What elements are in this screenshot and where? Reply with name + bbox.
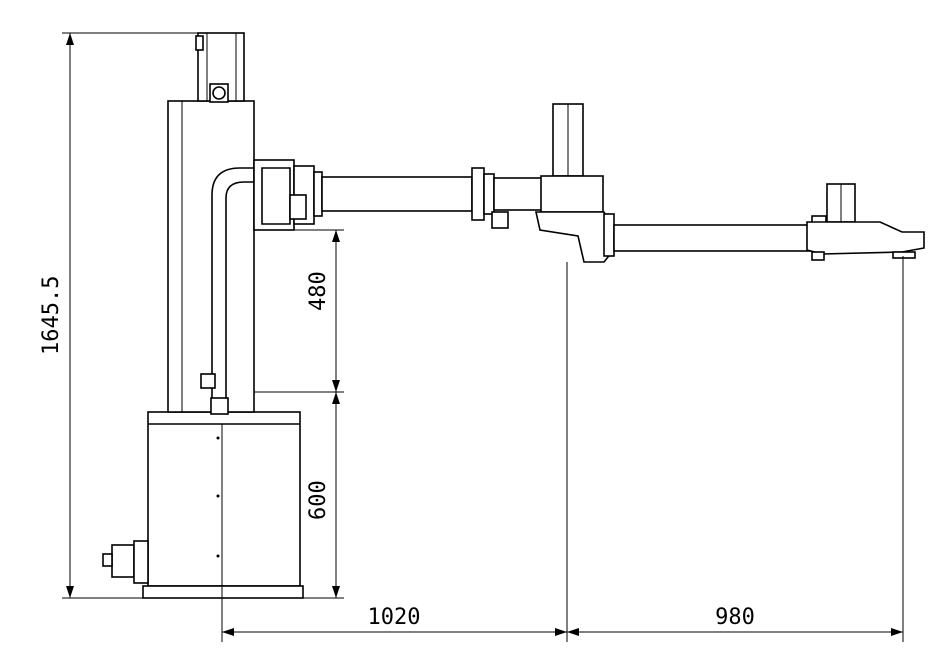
- cable-hose: [200, 167, 262, 415]
- dim-arm2-reach-label: 980: [715, 605, 755, 630]
- robot-base: [142, 411, 304, 599]
- dimension-lines: [62, 32, 904, 642]
- robot-column: [167, 32, 255, 413]
- dim-arm1-reach-label: 1020: [368, 605, 421, 630]
- base-connector: [102, 540, 149, 584]
- arm-1: [321, 103, 604, 229]
- elbow-joint: [535, 211, 615, 263]
- dim-column-height-label: 600: [306, 480, 331, 520]
- dim-overall-height-label: 1645.5: [39, 276, 64, 355]
- shoulder-joint: [253, 159, 323, 231]
- dim-upper-stroke-label: 480: [306, 271, 331, 311]
- wrist-head: [806, 183, 925, 261]
- arm-2: [613, 224, 811, 252]
